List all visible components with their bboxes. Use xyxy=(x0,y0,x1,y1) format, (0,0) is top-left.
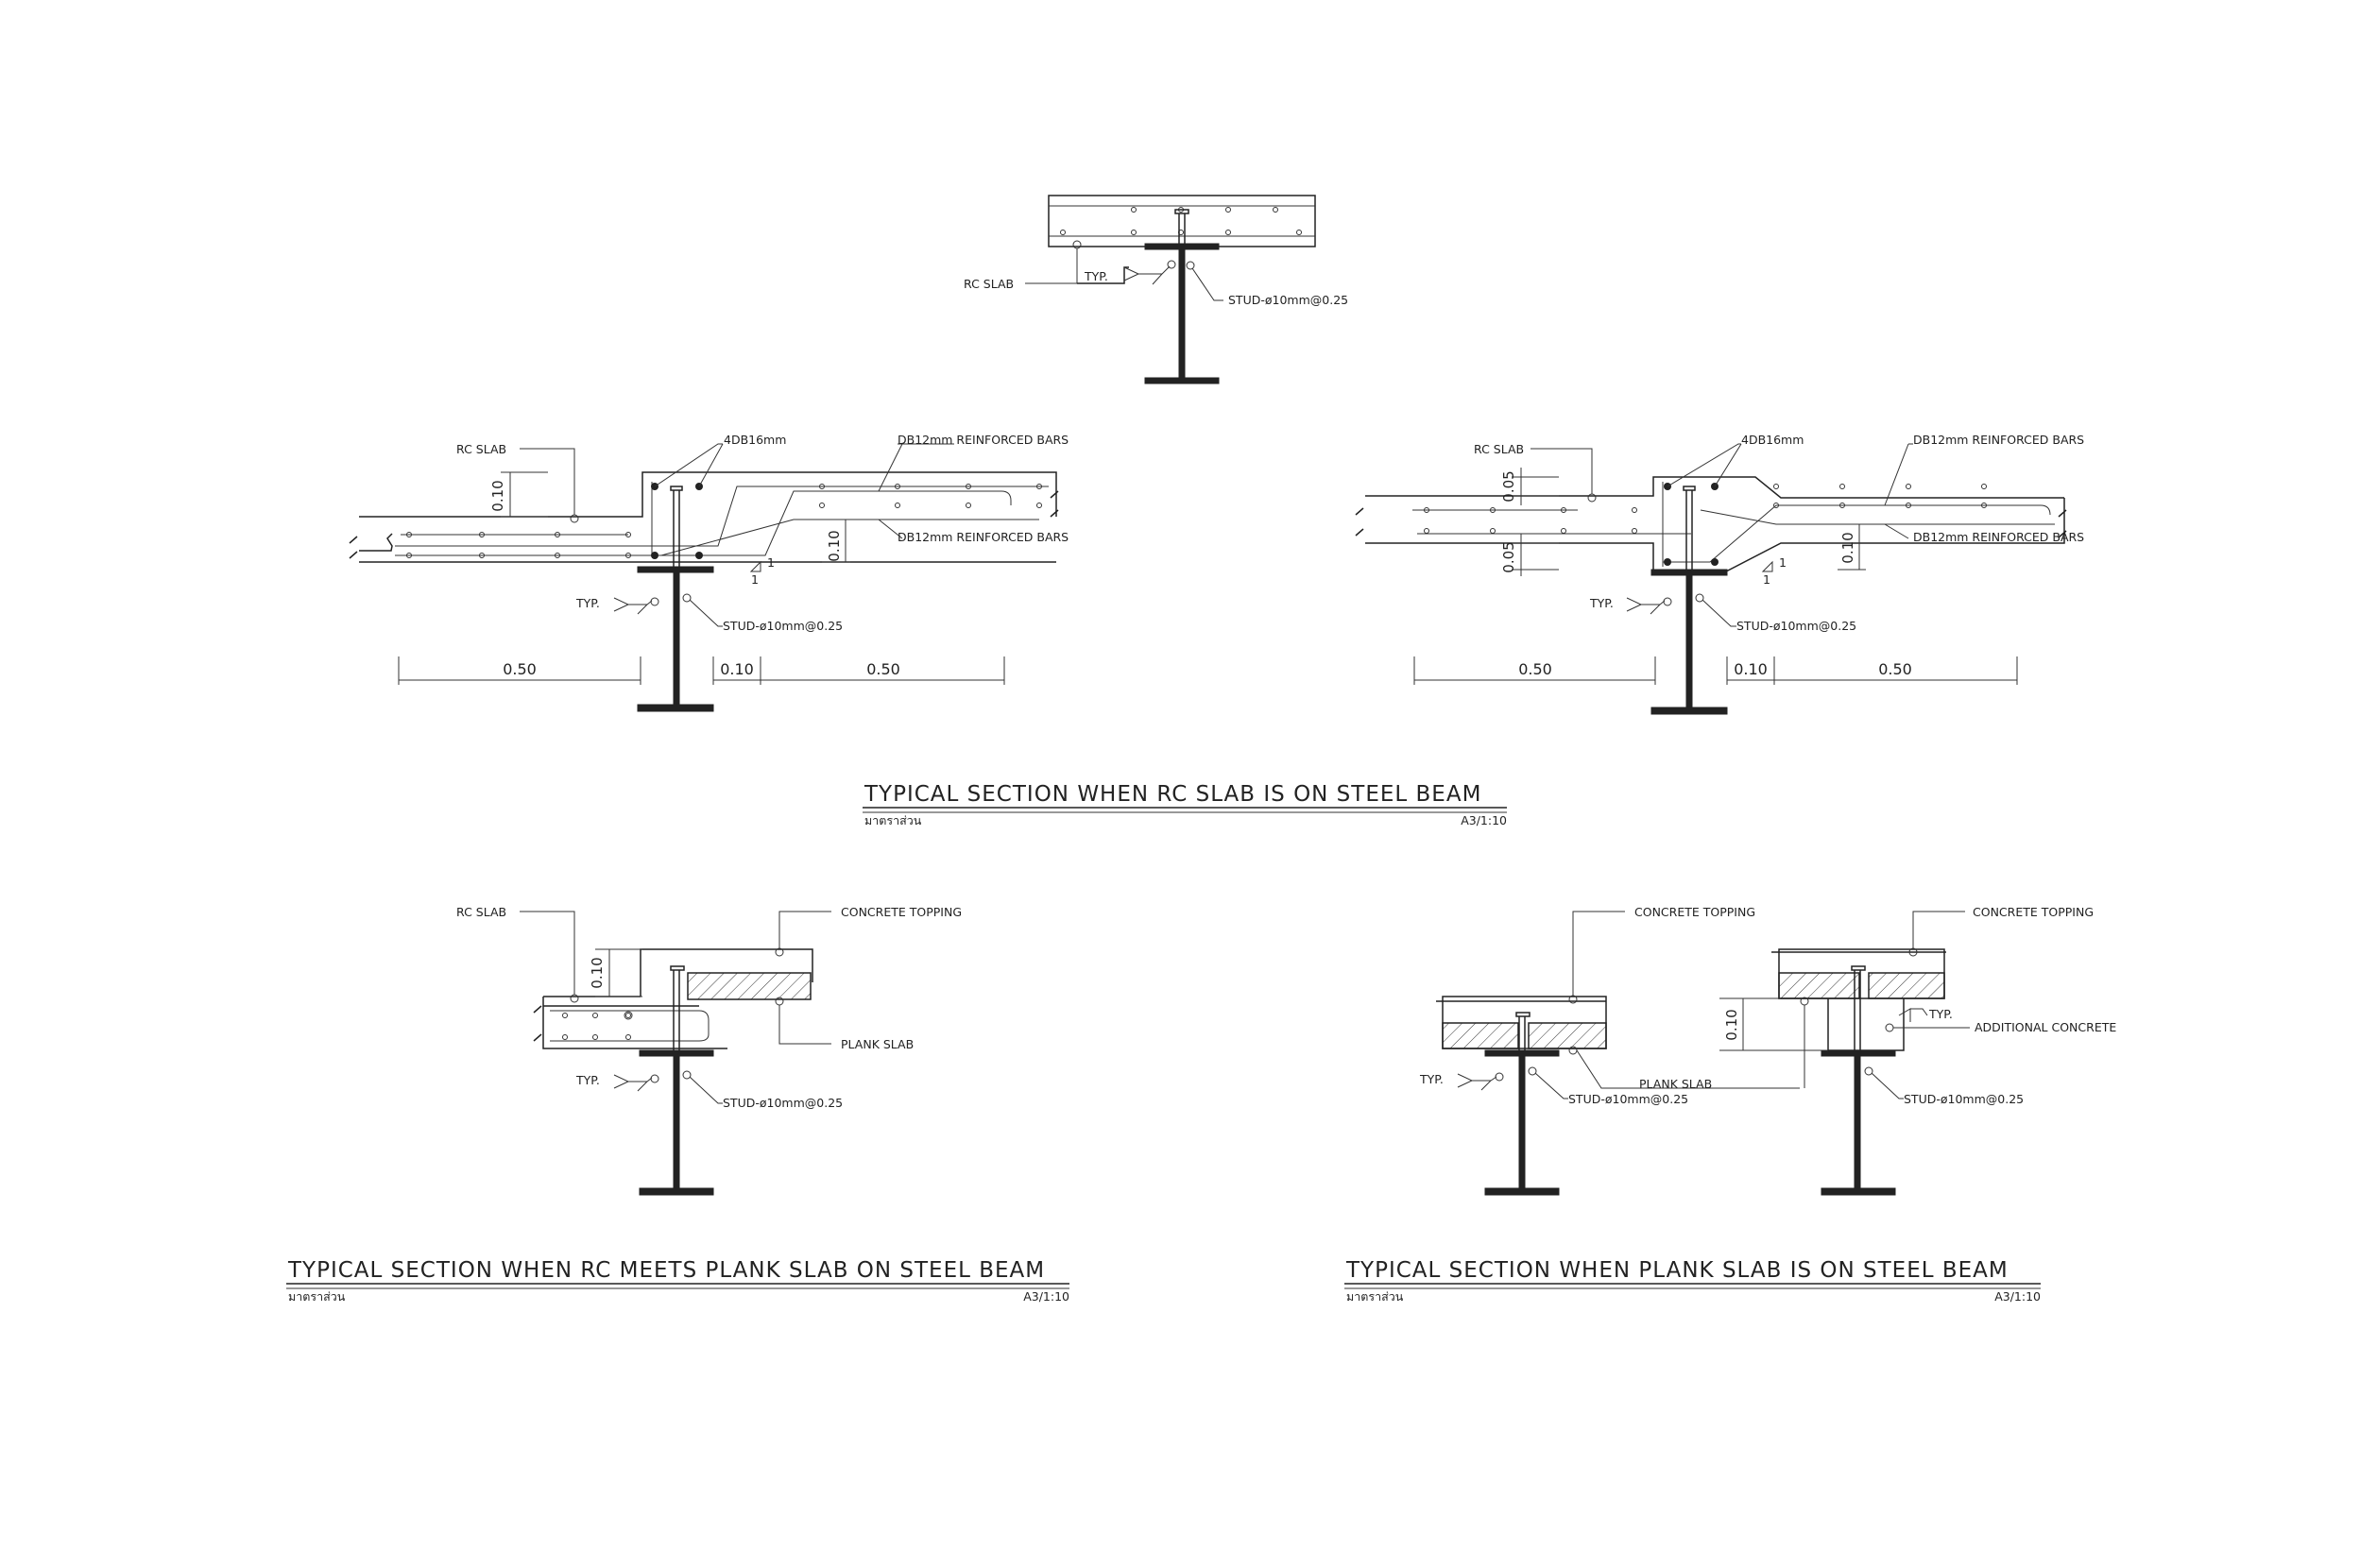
label-stud: STUD-ø10mm@0.25 xyxy=(1904,1092,2024,1106)
dim-050: 0.50 xyxy=(503,660,537,678)
dim-005: 0.05 xyxy=(1500,541,1517,572)
label-db12-top: DB12mm REINFORCED BARS xyxy=(898,433,1069,447)
dim-010: 0.10 xyxy=(720,660,754,678)
scale-text: A3/1:10 xyxy=(1023,1289,1069,1304)
steel-beam-web xyxy=(1178,248,1186,379)
label-stud: STUD-ø10mm@0.25 xyxy=(1736,619,1856,633)
label-typ: TYP. xyxy=(1589,596,1614,610)
label-plank-slab: PLANK SLAB xyxy=(841,1037,914,1051)
title-rc-on-steel: TYPICAL SECTION WHEN RC SLAB IS ON STEEL… xyxy=(864,782,1481,807)
dim-050: 0.50 xyxy=(1518,660,1552,678)
title-plank-on-steel: TYPICAL SECTION WHEN PLANK SLAB IS ON ST… xyxy=(1345,1258,2009,1283)
title-rc-meets-plank: TYPICAL SECTION WHEN RC MEETS PLANK SLAB… xyxy=(287,1258,1045,1283)
label-4db16: 4DB16mm xyxy=(724,433,786,447)
steel-beam-flange xyxy=(1144,243,1220,250)
plank-slab xyxy=(1868,972,1945,999)
slope-1: 1 xyxy=(767,555,775,570)
label-typ: TYP. xyxy=(1928,1007,1953,1021)
label-plank-slab: PLANK SLAB xyxy=(1639,1077,1712,1091)
plank-slab xyxy=(1778,972,1860,999)
dim-010: 0.10 xyxy=(489,480,506,511)
dim-050: 0.50 xyxy=(866,660,900,678)
label-rc-slab: RC SLAB xyxy=(1474,442,1524,456)
scale-text: A3/1:10 xyxy=(1461,813,1507,827)
scale-prefix: มาตราส่วน xyxy=(288,1289,346,1304)
label-rc-slab: RC SLAB xyxy=(456,905,506,919)
dim-005: 0.05 xyxy=(1500,470,1517,502)
detail-middle-right: RC SLAB 0.05 0.05 4DB16mm DB12mm REINFOR… xyxy=(1355,433,2084,715)
dim-010: 0.10 xyxy=(1734,660,1768,678)
scale-text: A3/1:10 xyxy=(1994,1289,2041,1304)
label-4db16: 4DB16mm xyxy=(1741,433,1804,447)
dim-010: 0.10 xyxy=(826,530,843,561)
label-typ: TYP. xyxy=(1084,269,1108,283)
plank-slab xyxy=(1442,1022,1519,1049)
dim-050: 0.50 xyxy=(1878,660,1912,678)
label-stud: STUD-ø10mm@0.25 xyxy=(723,619,843,633)
detail-bottom-left: RC SLAB 0.10 CONCRETE TOPPING PLANK SLAB… xyxy=(456,905,962,1196)
title-block-rc-meets-plank: TYPICAL SECTION WHEN RC MEETS PLANK SLAB… xyxy=(286,1258,1069,1304)
rebar-dots xyxy=(406,483,1042,559)
plank-slab xyxy=(687,972,812,1000)
label-concrete-topping: CONCRETE TOPPING xyxy=(1973,905,2094,919)
label-rc-slab: RC SLAB xyxy=(456,442,506,456)
label-db12-top: DB12mm REINFORCED BARS xyxy=(1913,433,2084,447)
slope-1: 1 xyxy=(751,572,759,587)
scale-prefix: มาตราส่วน xyxy=(864,813,922,827)
label-typ: TYP. xyxy=(1419,1072,1444,1086)
dim-010: 0.10 xyxy=(1723,1009,1740,1040)
label-typ: TYP. xyxy=(575,1073,600,1087)
rebar-dots xyxy=(562,1011,633,1040)
label-db12-bottom: DB12mm REINFORCED BARS xyxy=(898,530,1069,544)
label-stud: STUD-ø10mm@0.25 xyxy=(1228,293,1348,307)
label-concrete-topping: CONCRETE TOPPING xyxy=(841,905,962,919)
label-db12-bottom: DB12mm REINFORCED BARS xyxy=(1913,530,2084,544)
label-rc-slab: RC SLAB xyxy=(964,277,1014,291)
plank-slab xyxy=(1528,1022,1607,1049)
slope-1: 1 xyxy=(1763,572,1770,587)
rebar-dots xyxy=(1060,207,1302,235)
detail-middle-left: RC SLAB 0.10 4DB16mm DB12mm REINFORCED B… xyxy=(349,433,1069,712)
title-block-plank-on-steel: TYPICAL SECTION WHEN PLANK SLAB IS ON ST… xyxy=(1344,1258,2041,1304)
rebar-dots xyxy=(1424,483,1987,566)
label-stud: STUD-ø10mm@0.25 xyxy=(723,1096,843,1110)
label-stud: STUD-ø10mm@0.25 xyxy=(1568,1092,1688,1106)
detail-bottom-right: CONCRETE TOPPING TYP. STUD-ø10mm@0.25 PL… xyxy=(1419,905,2116,1196)
slope-1: 1 xyxy=(1779,555,1787,570)
title-block-rc-on-steel: TYPICAL SECTION WHEN RC SLAB IS ON STEEL… xyxy=(863,782,1507,827)
label-typ: TYP. xyxy=(575,596,600,610)
detail-top-center: RC SLAB TYP. STUD-ø10mm@0.25 xyxy=(964,195,1348,384)
label-concrete-topping: CONCRETE TOPPING xyxy=(1634,905,1755,919)
scale-prefix: มาตราส่วน xyxy=(1346,1289,1404,1304)
label-additional-concrete: ADDITIONAL CONCRETE xyxy=(1975,1020,2116,1034)
dim-010: 0.10 xyxy=(589,957,606,988)
dim-010: 0.10 xyxy=(1839,532,1856,563)
